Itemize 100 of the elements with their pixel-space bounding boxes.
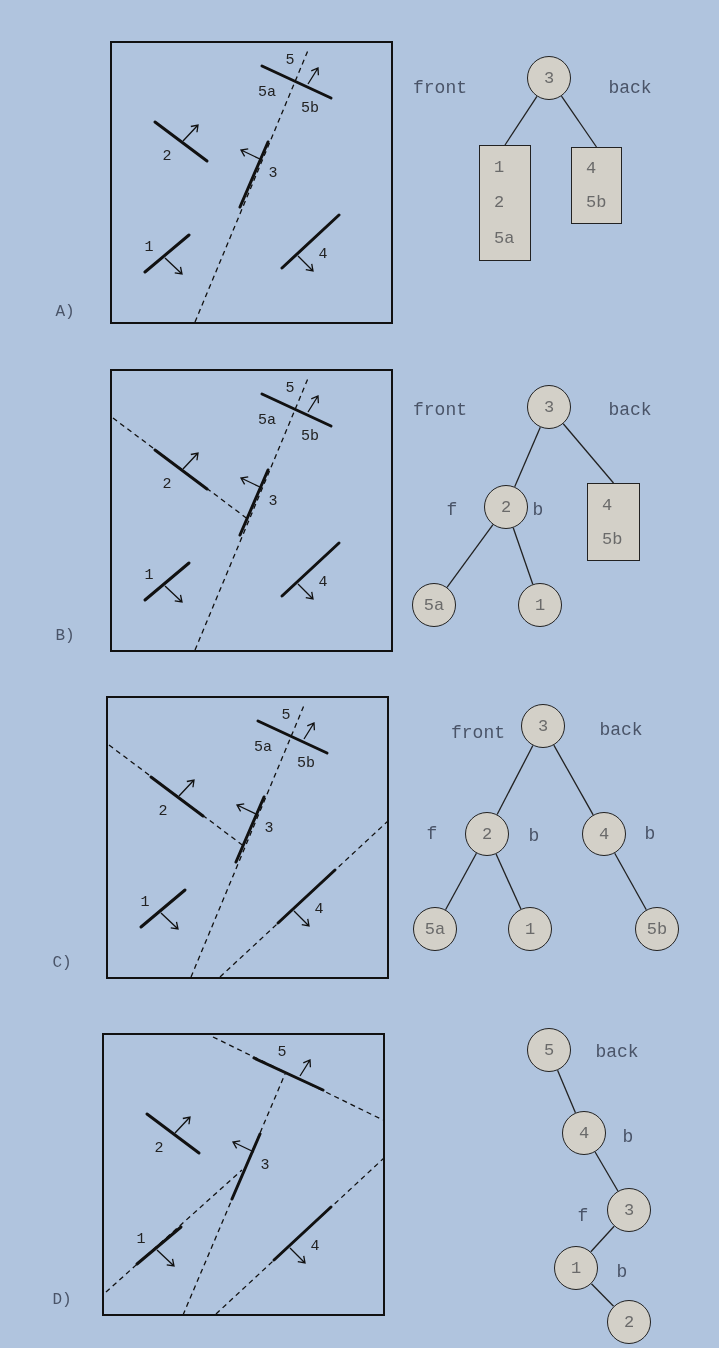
wall-label: 3 [264,820,274,836]
wall-label: 4 [310,1238,320,1254]
panel-letter: D) [52,1291,72,1309]
node-circle [508,907,552,951]
node-circle [554,1246,598,1290]
panel-letter: B) [55,627,75,645]
branch-label: f [426,824,438,844]
node-circle [521,704,565,748]
node-label: 5a [424,920,446,938]
node-circle [635,907,679,951]
tree-edge [556,1069,577,1114]
node-label: 2 [500,498,512,516]
node-circle [465,812,509,856]
tree-edge [496,744,534,816]
wall-label: 5b [301,100,319,116]
node-label: 5b [586,193,607,211]
tree-edge [614,852,647,911]
node-circle [527,56,571,100]
node-circle [527,385,571,429]
node-label: 5 [543,1041,555,1059]
wall-label: 5a [254,739,272,755]
node-label: 5a [494,229,515,247]
wall-label: 5 [281,707,291,723]
branch-label: back [595,1042,639,1062]
node-label: 1 [524,920,536,938]
wall-label: 3 [260,1157,270,1173]
wall-label: 4 [318,574,328,590]
node-label: 5b [602,530,623,548]
branch-label: front [413,400,467,420]
branch-label: b [528,826,540,846]
node-label: 4 [578,1124,590,1142]
node-label: 3 [623,1201,635,1219]
wall-label: 2 [158,803,168,819]
node-label: 5a [423,596,445,614]
panel-letter: A) [55,303,75,321]
node-label: 2 [494,194,505,212]
branch-label: back [599,720,643,740]
branch-label: f [446,500,458,520]
node-circle [527,1028,571,1072]
branch-label: b [616,1262,628,1282]
leaf-box [571,147,622,224]
tree-edge [590,1225,615,1253]
node-label: 1 [534,596,546,614]
wall-label: 5a [258,84,276,100]
wall-label: 1 [144,239,154,255]
wall-label: 1 [140,894,150,910]
leaf-box [587,483,640,561]
tree-edge [446,524,494,588]
tree-edge [553,744,594,816]
tree-edge [444,852,478,911]
branch-label: b [622,1127,634,1147]
wall-label: 2 [162,476,172,492]
node-circle [607,1300,651,1344]
node-label: 1 [494,159,505,177]
tree-edge [514,426,541,488]
node-circle [412,583,456,627]
node-circle [413,907,457,951]
wall-label: 4 [318,246,328,262]
branch-label: b [644,824,656,844]
node-circle [582,812,626,856]
tree-edge [590,1283,615,1307]
node-label: 5b [646,920,668,938]
wall-label: 5a [258,412,276,428]
wall-label: 3 [268,493,278,509]
node-label: 3 [543,69,555,87]
tree-edge [495,853,522,910]
tree-edge [560,95,598,148]
wall-label: 1 [136,1231,146,1247]
wall-label: 5 [277,1044,287,1060]
node-circle [562,1111,606,1155]
tree-edge [512,527,534,585]
node-label: 3 [537,717,549,735]
tree-edge [562,423,615,484]
node-label: 2 [623,1313,635,1331]
branch-label: back [608,400,652,420]
panel-letter: C) [52,954,72,972]
wall-label: 5 [285,380,295,396]
wall-label: 4 [314,901,324,917]
node-circle [518,583,562,627]
node-label: 2 [481,825,493,843]
tree-edge [504,95,538,146]
wall-label: 3 [268,165,278,181]
wall-label: 1 [144,567,154,583]
wall-label: 2 [154,1140,164,1156]
wall-label: 2 [162,148,172,164]
branch-label: f [577,1206,589,1226]
node-label: 1 [570,1259,582,1277]
wall-label: 5b [297,755,315,771]
branch-label: back [608,78,652,98]
leaf-box [479,145,531,261]
node-circle [484,485,528,529]
node-label: 4 [602,496,613,514]
branch-label: front [451,723,505,743]
tree-edge [594,1151,619,1192]
branch-label: b [532,500,544,520]
node-circle [607,1188,651,1232]
node-label: 4 [598,825,610,843]
branch-label: front [413,78,467,98]
node-label: 4 [586,160,597,178]
node-label: 3 [543,398,555,416]
